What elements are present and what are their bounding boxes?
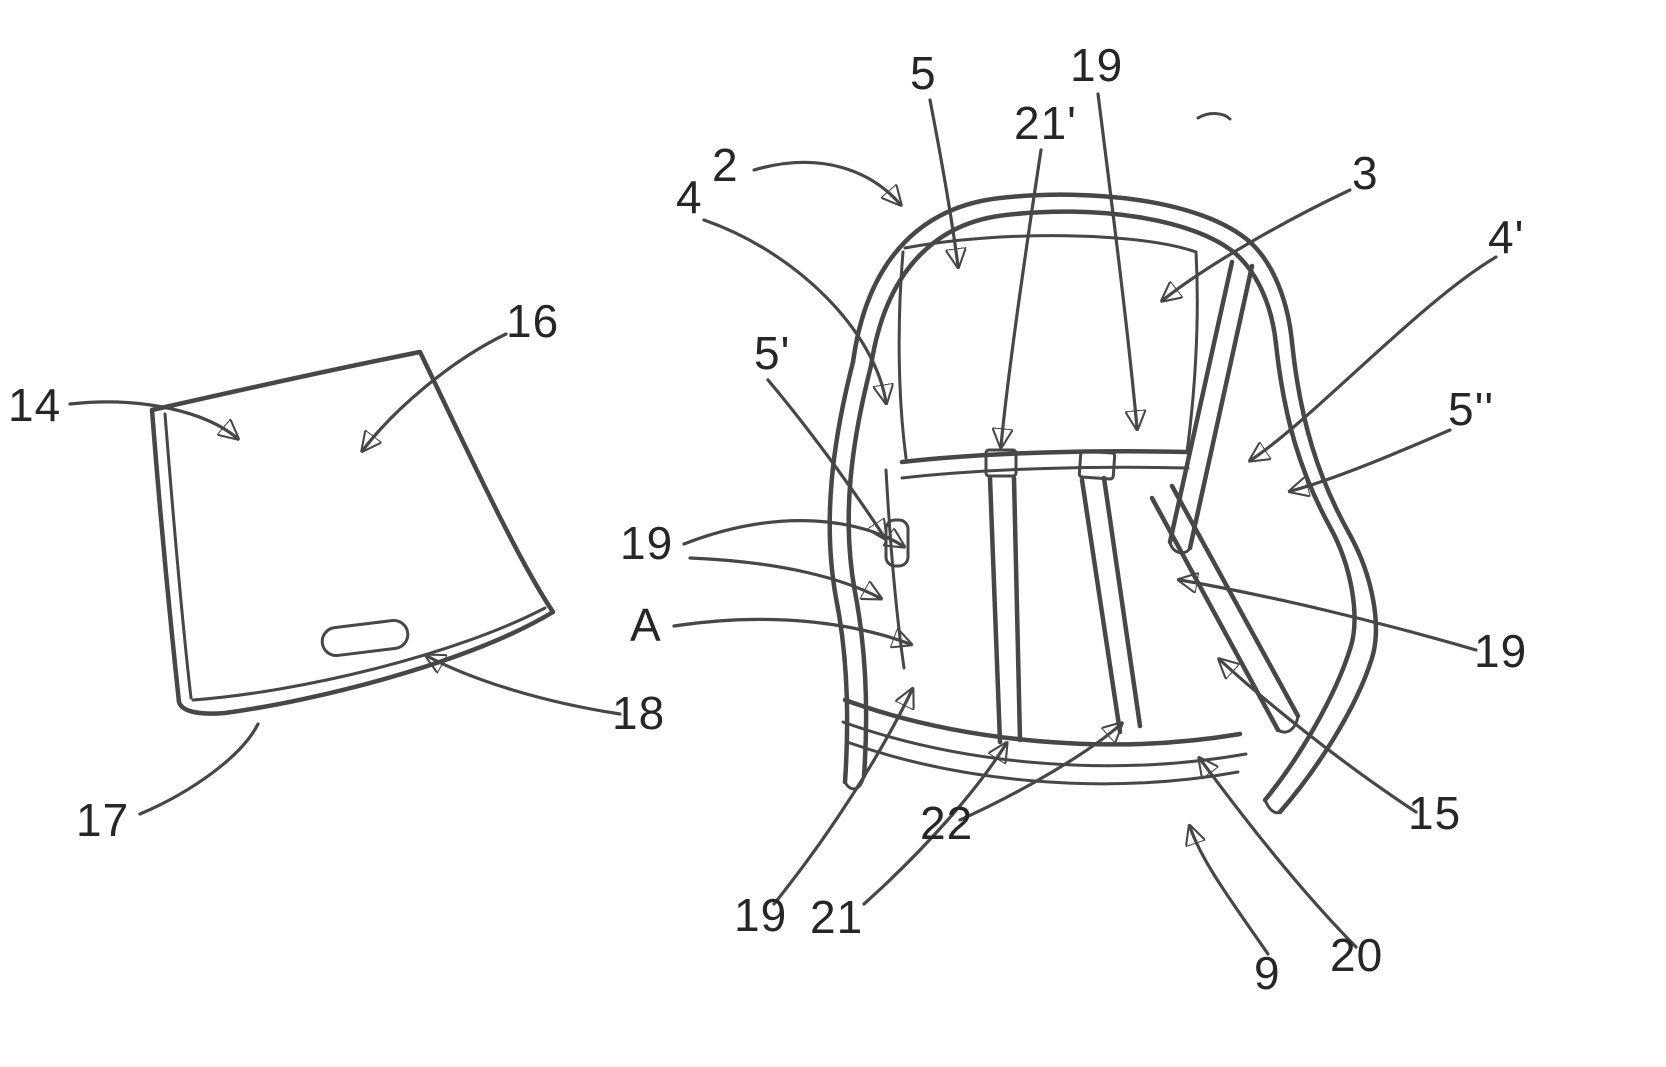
figure-label: 19 [734, 889, 788, 941]
seat-panel-drawing [149, 349, 556, 716]
figure-label: 5 [910, 47, 937, 99]
figure-label: 21' [1014, 97, 1077, 149]
chair-frame-drawing [827, 112, 1379, 815]
figure-label: 19 [620, 517, 674, 569]
figure-label: 18 [612, 687, 666, 739]
handle-slot [320, 618, 410, 658]
leader-lines [68, 92, 1498, 956]
figure-label: 21 [810, 891, 864, 943]
figure-label: 19 [1474, 625, 1528, 677]
figure-label: 20 [1330, 929, 1384, 981]
figure-label: 9 [1254, 947, 1281, 999]
figure-label: 3 [1352, 147, 1379, 199]
figure-label: 16 [506, 295, 560, 347]
slat-cap [1077, 449, 1117, 481]
figure-label: 22 [920, 797, 974, 849]
figure-label: 5'' [1448, 383, 1495, 435]
figure-label: 4' [1488, 211, 1525, 263]
figure-label: 2 [712, 139, 739, 191]
figure-label: 5' [754, 327, 791, 379]
figure-label: 19 [1070, 39, 1124, 91]
figure-label: A [630, 599, 662, 651]
figure-label: 17 [76, 794, 130, 846]
figure-label: 4 [676, 171, 703, 223]
figure-label: 15 [1408, 787, 1462, 839]
figure-label: 14 [8, 379, 62, 431]
